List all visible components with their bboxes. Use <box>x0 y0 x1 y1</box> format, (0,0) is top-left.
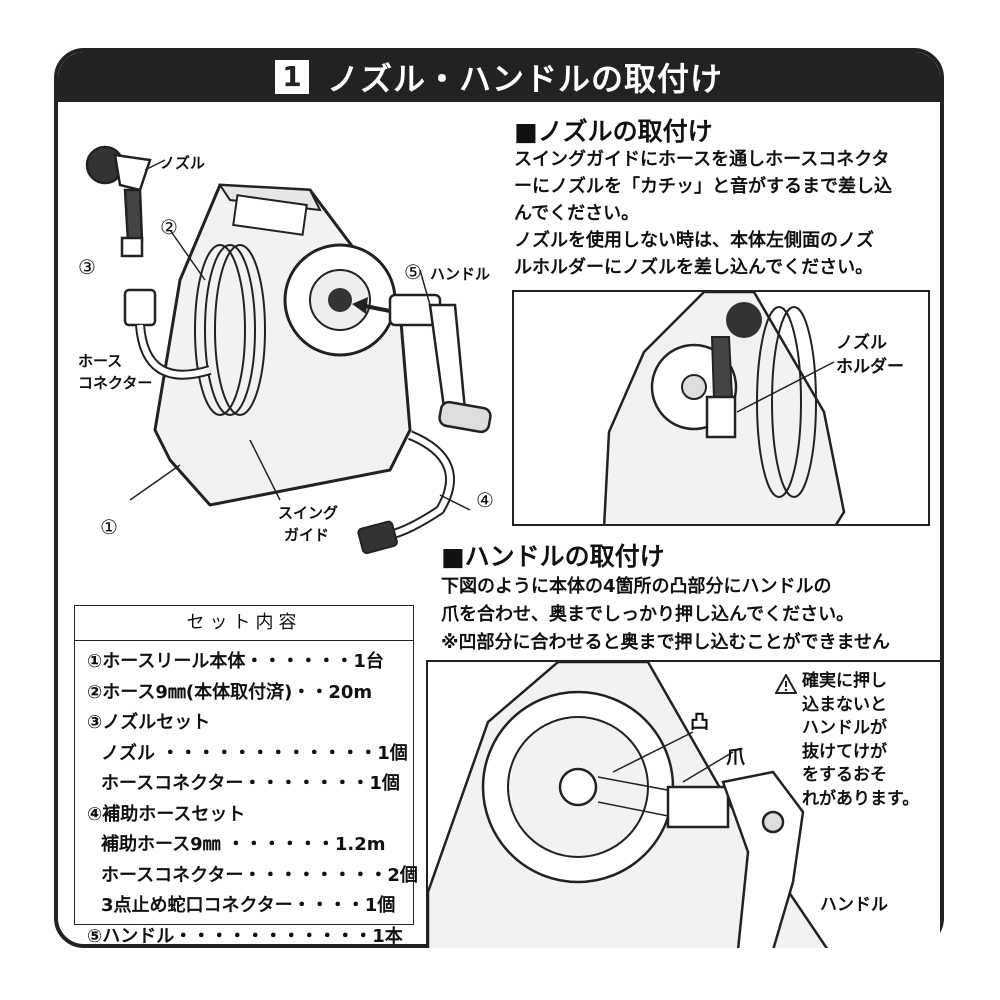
set-contents-item: ホースコネクター・・・・・・・1個 <box>101 773 400 794</box>
handle-label: ハンドル <box>430 265 491 283</box>
set-contents-item: 3点止め蛇口コネクター・・・・1個 <box>101 895 396 916</box>
nozzle-instructions: スイングガイドにホースを通しホースコネクタ ーにノズルを「カチッ」と音がするまで… <box>514 149 892 278</box>
hose-reel-illustration <box>85 145 492 555</box>
number-3: ③ <box>78 255 96 279</box>
set-contents-item: ②ホース9㎜(本体取付済)・・20m <box>87 681 373 703</box>
number-4: ④ <box>476 488 494 512</box>
handle-attachment-illustration <box>428 662 829 948</box>
coiled-hose <box>194 244 266 416</box>
set-contents-item: ③ノズルセット <box>87 712 211 733</box>
swing-guide-label-1: スイング <box>278 504 339 522</box>
instruction-frame: 1 ノズル・ハンドルの取付け <box>54 48 944 948</box>
set-contents-item: ホースコネクター・・・・・・・・2個 <box>101 864 418 886</box>
set-contents-item: ④補助ホースセット <box>87 803 246 825</box>
swing-guide-label-2: ガイド <box>284 526 330 544</box>
handle-bottom-label: ハンドル <box>820 895 888 915</box>
handle-attachment-figure: 凸 爪 ハンドル 確実に押し 込まないと ハンドルが 抜けてけが をするおそ れ… <box>426 660 940 948</box>
nozzle-holder-illustration <box>602 292 846 524</box>
set-contents-item: ①ホースリール本体・・・・・・1台 <box>87 651 384 672</box>
set-contents-item: ⑤ハンドル・・・・・・・・・・・1本 <box>87 925 403 947</box>
nozzle-label: ノズル <box>160 154 206 172</box>
set-contents-item: 補助ホース9㎜ ・・・・・・1.2m <box>101 834 386 855</box>
handle-part <box>388 293 492 434</box>
number-5: ⑤ <box>404 260 422 284</box>
nozzle-holder-figure: ノズル ホルダー <box>512 290 930 526</box>
number-1: ① <box>100 515 118 539</box>
set-contents-list: ①ホースリール本体・・・・・・1台 ②ホース9㎜(本体取付済)・・20m ③ノズルセ… <box>75 641 418 952</box>
nozzle-holder-label-1: ノズル <box>836 333 887 353</box>
nozzle-section-title: ■ノズルの取付け <box>514 117 713 146</box>
convex-label: 凸 <box>690 711 710 733</box>
hose-connector-part <box>123 288 157 327</box>
set-contents-item: ノズル ・・・・・・・・・・・・1個 <box>101 742 408 764</box>
step-number: 1 <box>274 60 309 94</box>
set-contents-table: セット内容 ①ホースリール本体・・・・・・1台 ②ホース9㎜(本体取付済)・・20… <box>74 605 418 947</box>
page-title: ノズル・ハンドルの取付け <box>326 60 723 98</box>
hose-connector-label-2: コネクター <box>78 374 153 392</box>
handle-instructions: 下図のように本体の4箇所の凸部分にハンドルの 爪を合わせ、奥までしっかり押し込ん… <box>441 576 890 653</box>
nozzle-holder-label-2: ホルダー <box>836 357 904 377</box>
set-contents-title: セット内容 <box>75 606 413 641</box>
nozzle-part <box>85 145 152 258</box>
hose-connector-label-1: ホース <box>78 352 123 370</box>
number-2: ② <box>160 215 178 239</box>
claw-label: 爪 <box>726 746 746 768</box>
warning-icon <box>775 674 797 694</box>
title-bar: 1 ノズル・ハンドルの取付け <box>58 52 940 102</box>
handle-section-title: ■ハンドルの取付け <box>441 542 665 571</box>
warning-text: 確実に押し 込まないと ハンドルが 抜けてけが をするおそ れがあります。 <box>802 671 920 809</box>
